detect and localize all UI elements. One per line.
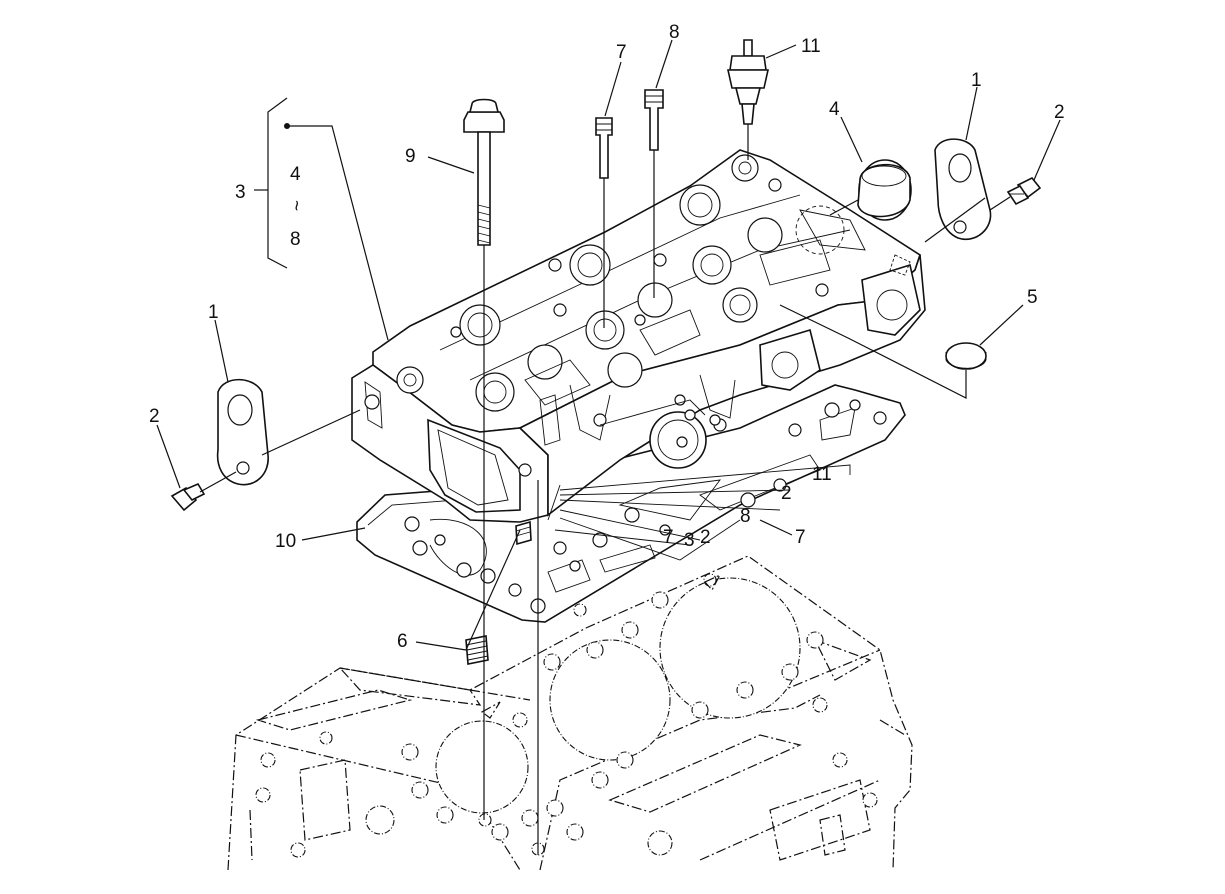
- callout-2-left: 2: [149, 406, 160, 427]
- callout-3-range-start: 4: [290, 164, 301, 185]
- bracket-part-1-right: [934, 138, 992, 241]
- bracket-part-1-left: [216, 378, 269, 486]
- callout-1-left: 1: [208, 302, 219, 323]
- callout-inner-2b: 2: [700, 527, 711, 548]
- callout-3-range-end: 8: [290, 229, 301, 250]
- expansion-plug-part-4: [857, 159, 912, 221]
- callout-8-top: 8: [669, 22, 680, 43]
- callout-6: 6: [397, 631, 408, 652]
- callout-4: 4: [829, 99, 840, 120]
- valve-guide-part-7: [595, 117, 613, 179]
- cap-part-5: [945, 342, 987, 370]
- callout-inner-8: 8: [740, 506, 751, 527]
- callout-inner-7: 7: [663, 527, 674, 548]
- bolt-part-2-right: [1006, 176, 1042, 206]
- callout-inner-3: 3: [684, 530, 695, 551]
- cylinder-head: [351, 149, 926, 523]
- callout-3-range-tilde: ~: [285, 200, 306, 211]
- callout-11: 11: [801, 36, 821, 57]
- callout-2-right: 2: [1054, 102, 1065, 123]
- callout-5: 5: [1027, 287, 1038, 308]
- leader-lines: [156, 39, 1061, 855]
- head-bolt-part-9: [463, 98, 505, 246]
- callouts: 1 2 3 4 ~ 8 4 5 7 8 9 11 1 2 10 6 7 11 2…: [149, 22, 1065, 652]
- callout-inner-11: 11: [812, 464, 832, 485]
- cylinder-block: [227, 555, 913, 871]
- callout-1-right: 1: [971, 70, 982, 91]
- callout-9: 9: [405, 146, 416, 167]
- valve-guide-part-8: [644, 89, 664, 151]
- bolt-part-2-left: [170, 482, 206, 512]
- dowel-part-6: [465, 520, 532, 665]
- sensor-part-11: [727, 39, 769, 125]
- callout-3: 3: [235, 182, 246, 203]
- callout-7-right: 7: [795, 527, 806, 548]
- callout-inner-2a: 2: [781, 483, 792, 504]
- callout-10: 10: [275, 531, 296, 552]
- callout-7-top: 7: [616, 42, 627, 63]
